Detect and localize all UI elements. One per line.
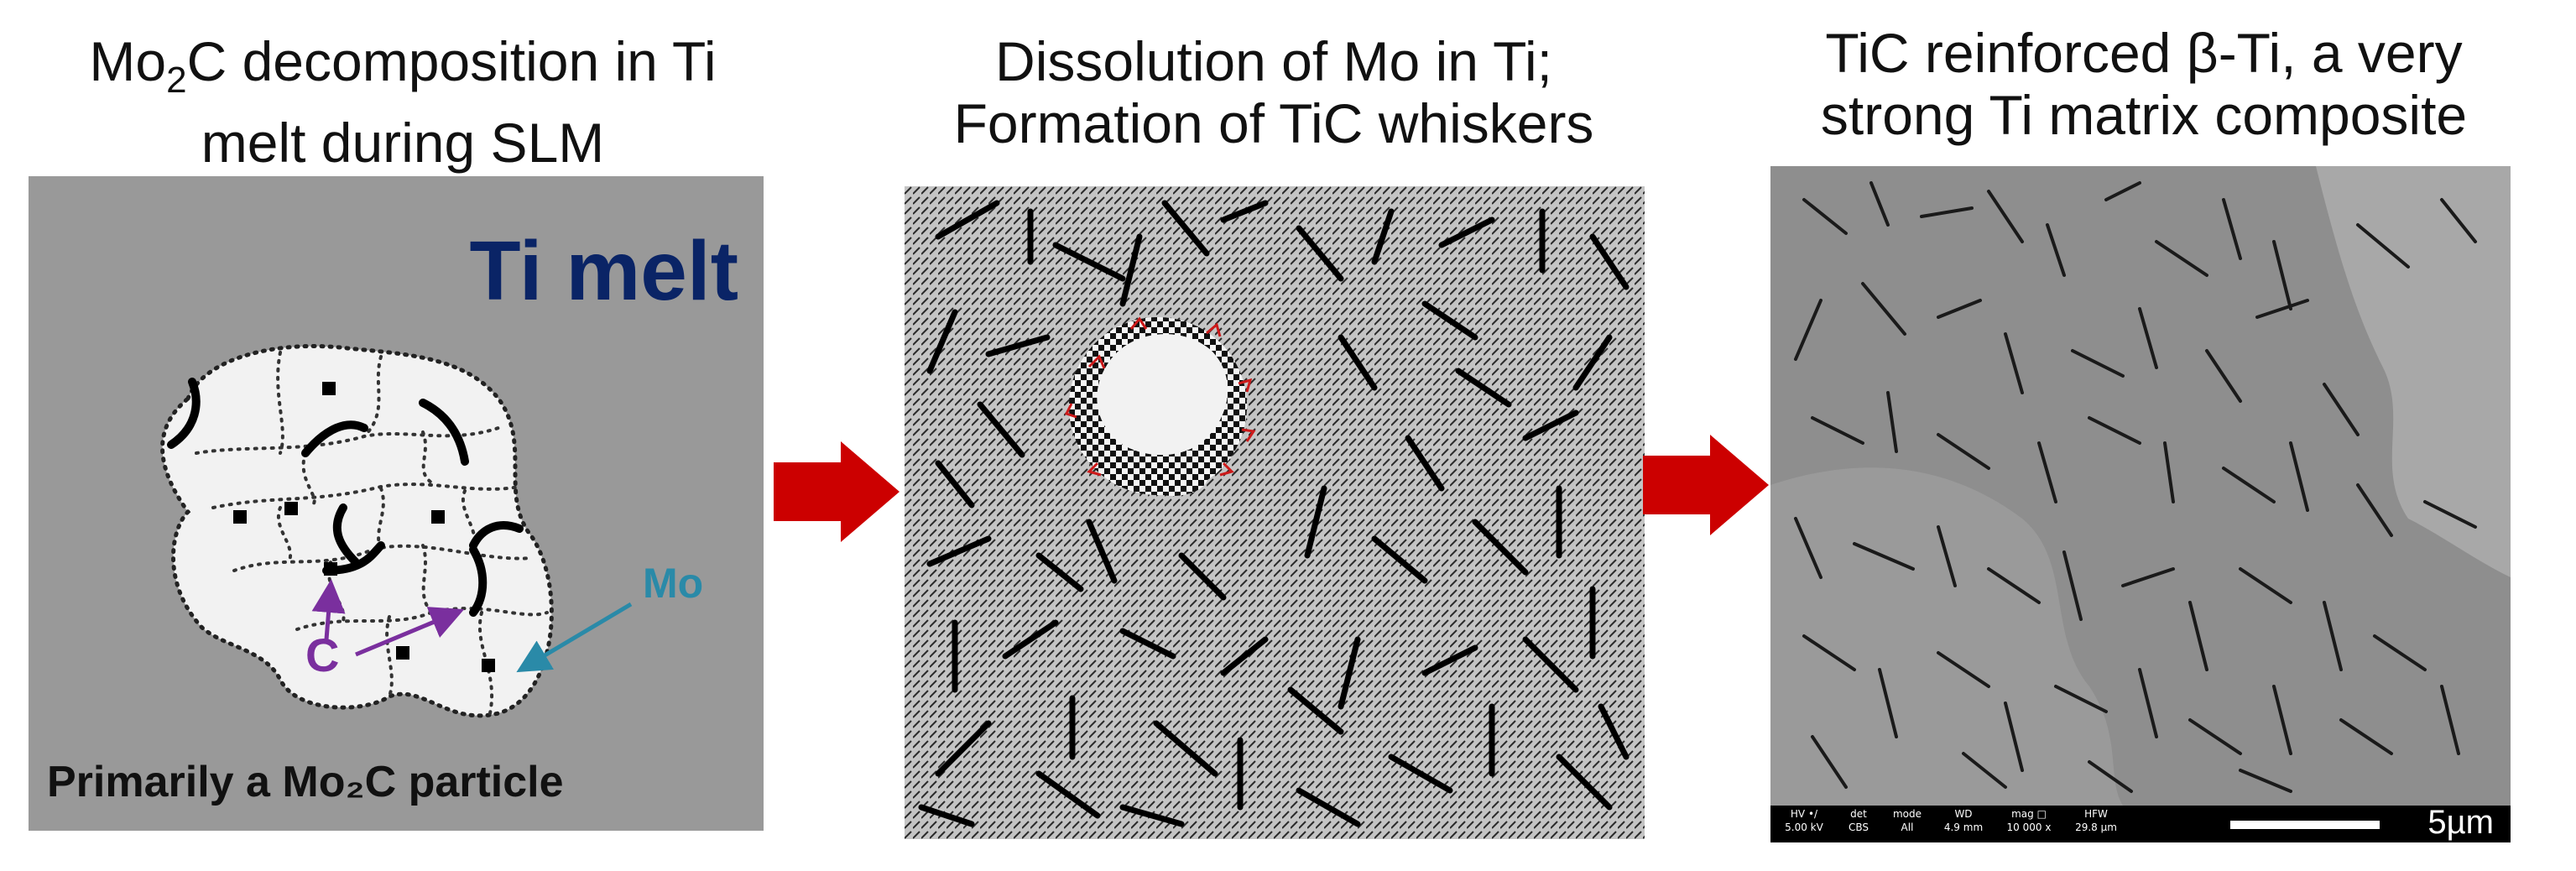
ti-melt-label: Ti melt <box>469 224 738 318</box>
panel2-title-line2: Formation of TiC whiskers <box>953 92 1594 154</box>
mo-squares <box>233 382 495 672</box>
grain-light <box>2316 166 2511 577</box>
ti-matrix-hatch <box>905 186 1645 839</box>
tic-whiskers <box>918 200 1630 827</box>
sem-mag: mag □10 000 x <box>2006 808 2052 833</box>
mo-label: Mo <box>643 560 704 607</box>
panel3-title-line2: strong Ti matrix composite <box>1820 84 2468 146</box>
grain-mid <box>1770 467 2123 806</box>
panel3-title-line1: TiC reinforced β-Ti, a very <box>1825 22 2463 84</box>
ti-melt-panel: Ti melt <box>29 176 764 831</box>
dissolution-diagram <box>905 186 1645 839</box>
particle-caption: Primarily a Mo₂C particle <box>47 758 564 806</box>
process-arrow-1 <box>774 441 900 542</box>
c-arrows <box>311 579 465 657</box>
panel2-title-line1: Dissolution of Mo in Ti; <box>995 30 1552 92</box>
sem-hv: HV •/5.00 kV <box>1785 808 1823 833</box>
tic-whiskers-sem <box>1794 181 2477 793</box>
scale-bar-label: 5µm <box>2427 804 2494 841</box>
dissolution-markers <box>1064 316 1256 477</box>
panel1-title: Mo2C decomposition in Ti melt during SLM <box>50 30 755 174</box>
process-arrow-2 <box>1643 435 1769 535</box>
panel2-title: Dissolution of Mo in Ti; Formation of Ti… <box>896 30 1651 154</box>
residual-particle <box>1097 334 1228 456</box>
c-label: C <box>305 628 340 681</box>
mo-arrow <box>516 602 633 673</box>
sem-micrograph <box>1770 166 2511 806</box>
panel3-title: TiC reinforced β-Ti, a very strong Ti ma… <box>1754 22 2534 146</box>
dissolution-panel <box>905 186 1645 839</box>
scale-bar <box>2230 821 2380 829</box>
mo2c-particle-diagram <box>160 344 633 718</box>
panel1-title-line2: melt during SLM <box>201 112 605 175</box>
mo-rich-region <box>1138 456 1208 496</box>
panel1-title-line1: Mo2C decomposition in Ti <box>89 30 717 102</box>
